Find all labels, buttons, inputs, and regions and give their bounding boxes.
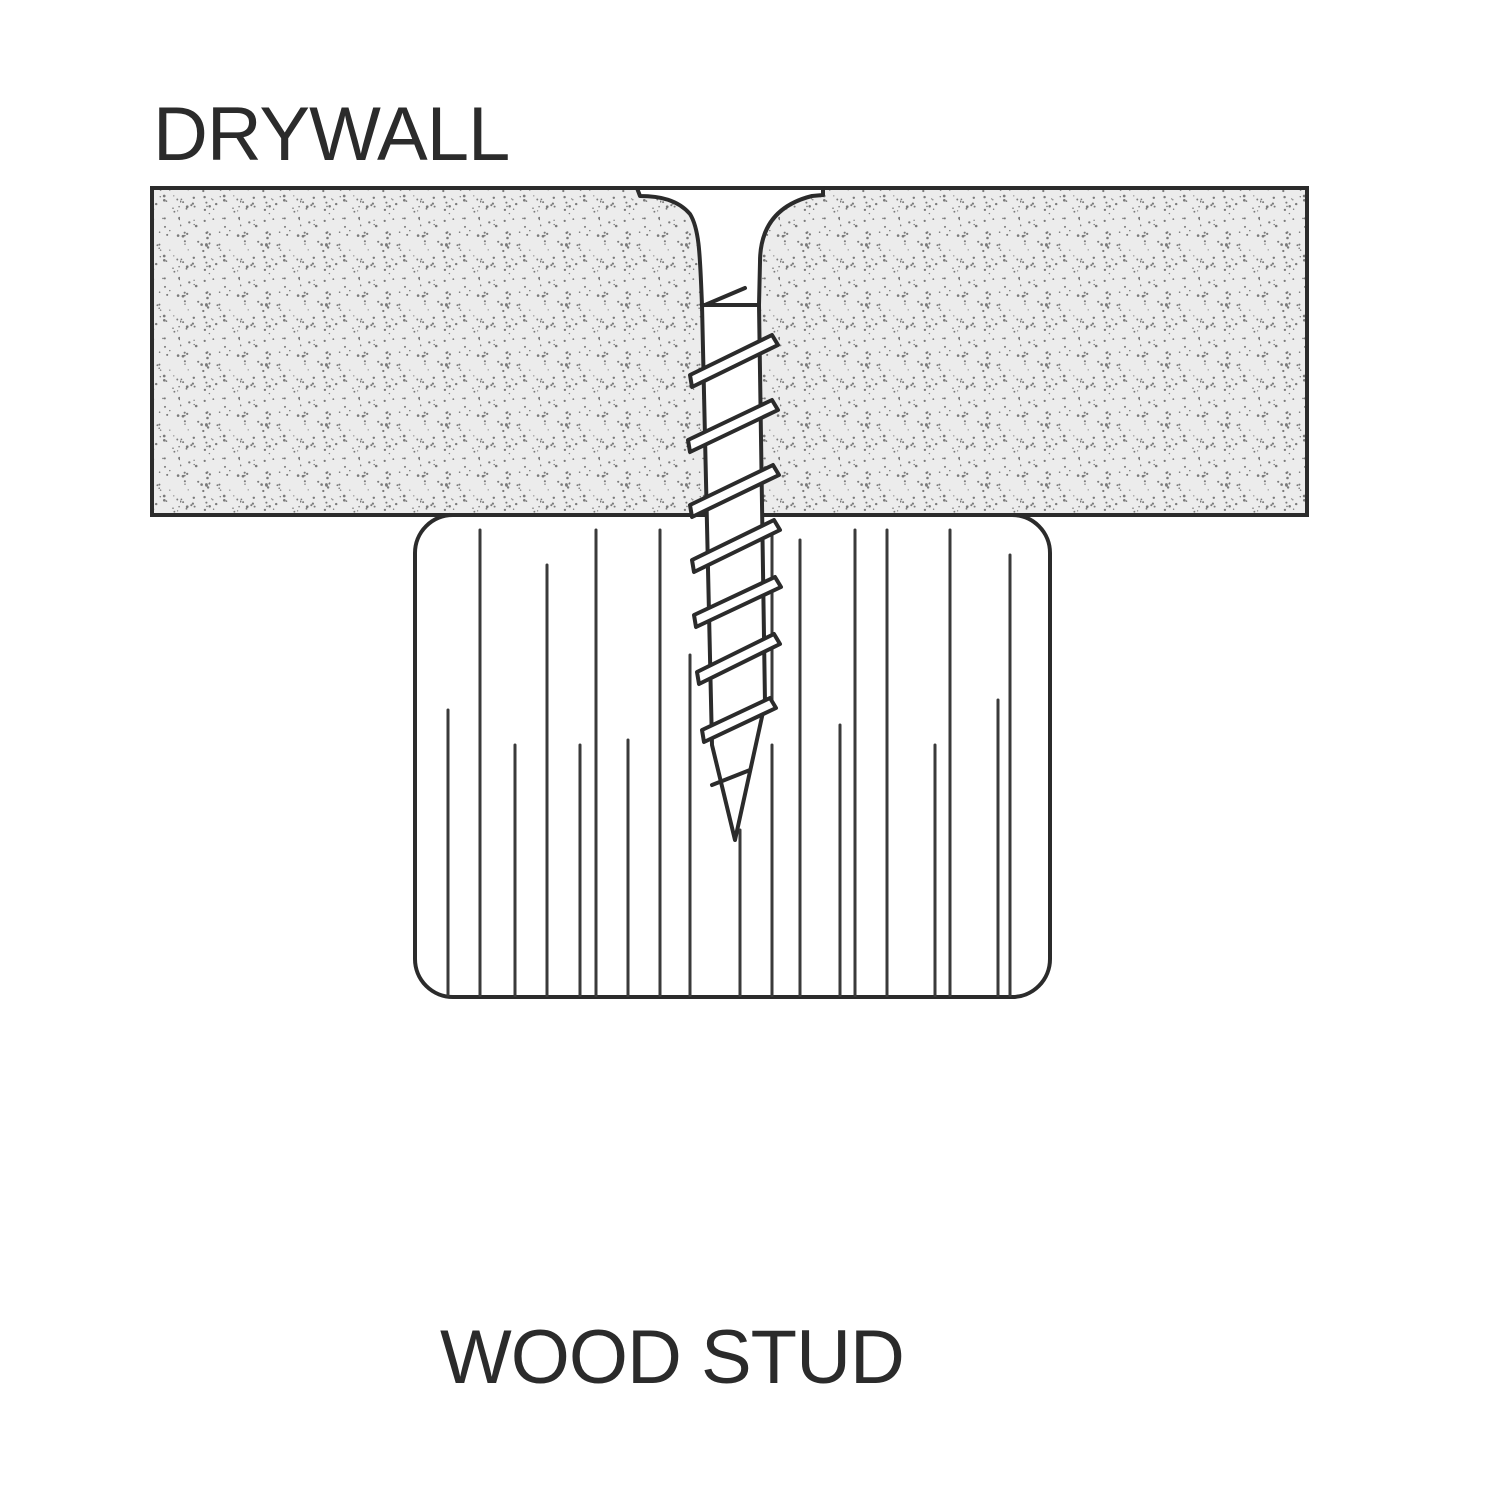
drywall-screw-icon xyxy=(635,186,825,842)
screw-thread xyxy=(690,518,782,574)
screw-thread-start xyxy=(703,286,747,307)
wood-grain xyxy=(446,528,1012,997)
screw-threads xyxy=(686,286,783,787)
screw-thread xyxy=(700,696,778,744)
screw-thread xyxy=(686,398,780,454)
screw-thread xyxy=(695,632,782,686)
wood-stud-label: WOOD STUD xyxy=(440,1315,904,1400)
screw-thread xyxy=(688,463,781,519)
screw-thread xyxy=(692,575,783,629)
screw-head xyxy=(635,186,825,307)
screw-tip-thread xyxy=(710,768,752,787)
screw-thread xyxy=(688,333,780,389)
drywall-label: DRYWALL xyxy=(153,92,509,177)
